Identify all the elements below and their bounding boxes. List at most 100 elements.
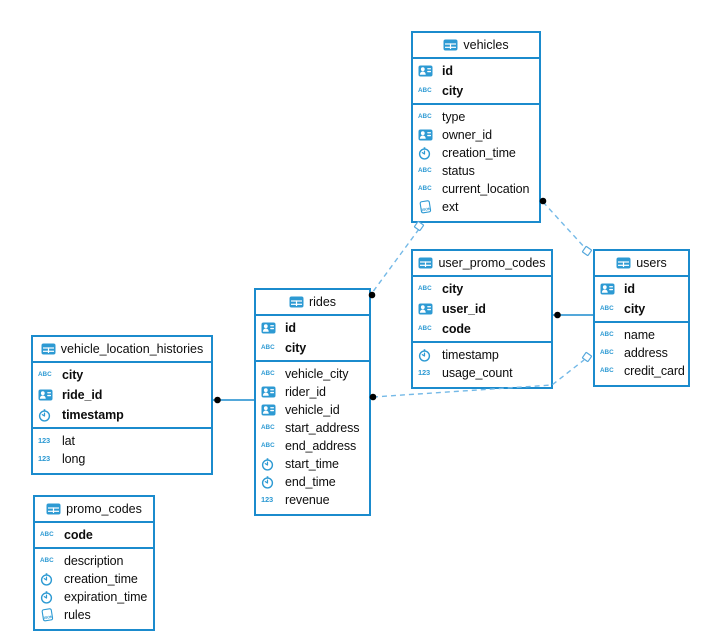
table-header[interactable]: users xyxy=(595,251,688,277)
table-title: users xyxy=(636,256,667,270)
id-badge-icon xyxy=(600,283,621,295)
column-row-timestamp[interactable]: timestamp xyxy=(413,346,551,364)
text-icon-glyph: ABC xyxy=(418,86,432,94)
text-icon-glyph: ABC xyxy=(600,304,614,312)
column-row-id[interactable]: id xyxy=(256,318,369,338)
text-icon: ABC xyxy=(38,371,59,378)
column-row-user_id[interactable]: user_id xyxy=(413,299,551,319)
text-icon-glyph: ABC xyxy=(261,441,275,449)
column-label: vehicle_id xyxy=(285,403,340,417)
time-icon xyxy=(261,475,282,489)
column-label: start_time xyxy=(285,457,339,471)
text-icon: ABC xyxy=(418,113,439,120)
table-header[interactable]: vehicles xyxy=(413,33,539,59)
text-icon: ABC xyxy=(418,167,439,174)
column-row-lat[interactable]: 123 lat xyxy=(33,432,211,450)
text-icon: ABC xyxy=(418,285,439,292)
column-row-end_time[interactable]: end_time xyxy=(256,473,369,491)
text-icon: ABC xyxy=(600,367,621,374)
table-title: user_promo_codes xyxy=(438,256,546,270)
json-icon: JSON xyxy=(40,608,61,622)
text-icon-glyph: ABC xyxy=(40,556,54,564)
relation-vehicles-users[interactable] xyxy=(542,201,587,250)
column-row-owner_id[interactable]: owner_id xyxy=(413,126,539,144)
column-label: revenue xyxy=(285,493,330,507)
column-label: lat xyxy=(62,434,75,448)
column-label: address xyxy=(624,346,668,360)
column-row-city[interactable]: ABC city xyxy=(413,81,539,101)
text-icon-glyph: ABC xyxy=(418,324,432,332)
text-icon-glyph: ABC xyxy=(261,343,275,351)
column-row-start_time[interactable]: start_time xyxy=(256,455,369,473)
column-row-id[interactable]: id xyxy=(413,61,539,81)
table-header[interactable]: promo_codes xyxy=(35,497,153,523)
text-icon: ABC xyxy=(600,331,621,338)
column-row-creation_time[interactable]: creation_time xyxy=(413,144,539,162)
table-header[interactable]: user_promo_codes xyxy=(413,251,551,277)
text-icon: ABC xyxy=(418,324,439,332)
column-row-vehicle_id[interactable]: vehicle_id xyxy=(256,401,369,419)
time-icon xyxy=(40,572,61,586)
relation-vehicles-rides[interactable] xyxy=(371,228,420,294)
id-badge-icon xyxy=(418,129,439,141)
table-title: promo_codes xyxy=(66,502,142,516)
table-icon xyxy=(418,257,433,269)
column-row-expiration_time[interactable]: expiration_time xyxy=(35,588,153,606)
text-icon-glyph: ABC xyxy=(261,423,275,431)
text-icon: ABC xyxy=(261,343,282,351)
table-header[interactable]: vehicle_location_histories xyxy=(33,337,211,363)
column-row-creation_time[interactable]: creation_time xyxy=(35,570,153,588)
id-badge-icon xyxy=(261,386,282,398)
number-icon-glyph: 123 xyxy=(38,454,50,464)
relation-diamond-marker xyxy=(581,245,593,257)
id-badge-icon xyxy=(38,389,59,401)
column-label: end_address xyxy=(285,439,357,453)
column-row-start_address[interactable]: ABC start_address xyxy=(256,419,369,437)
column-row-end_address[interactable]: ABC end_address xyxy=(256,437,369,455)
column-label: end_time xyxy=(285,475,336,489)
text-icon-glyph: ABC xyxy=(418,184,432,192)
column-label: city xyxy=(442,84,464,98)
column-row-rider_id[interactable]: rider_id xyxy=(256,383,369,401)
table-header[interactable]: rides xyxy=(256,290,369,316)
column-label: id xyxy=(442,64,453,78)
number-icon-glyph: 123 xyxy=(38,436,50,446)
column-label: start_address xyxy=(285,421,360,435)
column-label: city xyxy=(442,282,464,296)
column-row-ride_id[interactable]: ride_id xyxy=(33,385,211,405)
column-label: owner_id xyxy=(442,128,492,142)
number-icon: 123 xyxy=(261,496,282,504)
column-row-timestamp[interactable]: timestamp xyxy=(33,405,211,425)
column-row-id[interactable]: id xyxy=(595,279,688,299)
